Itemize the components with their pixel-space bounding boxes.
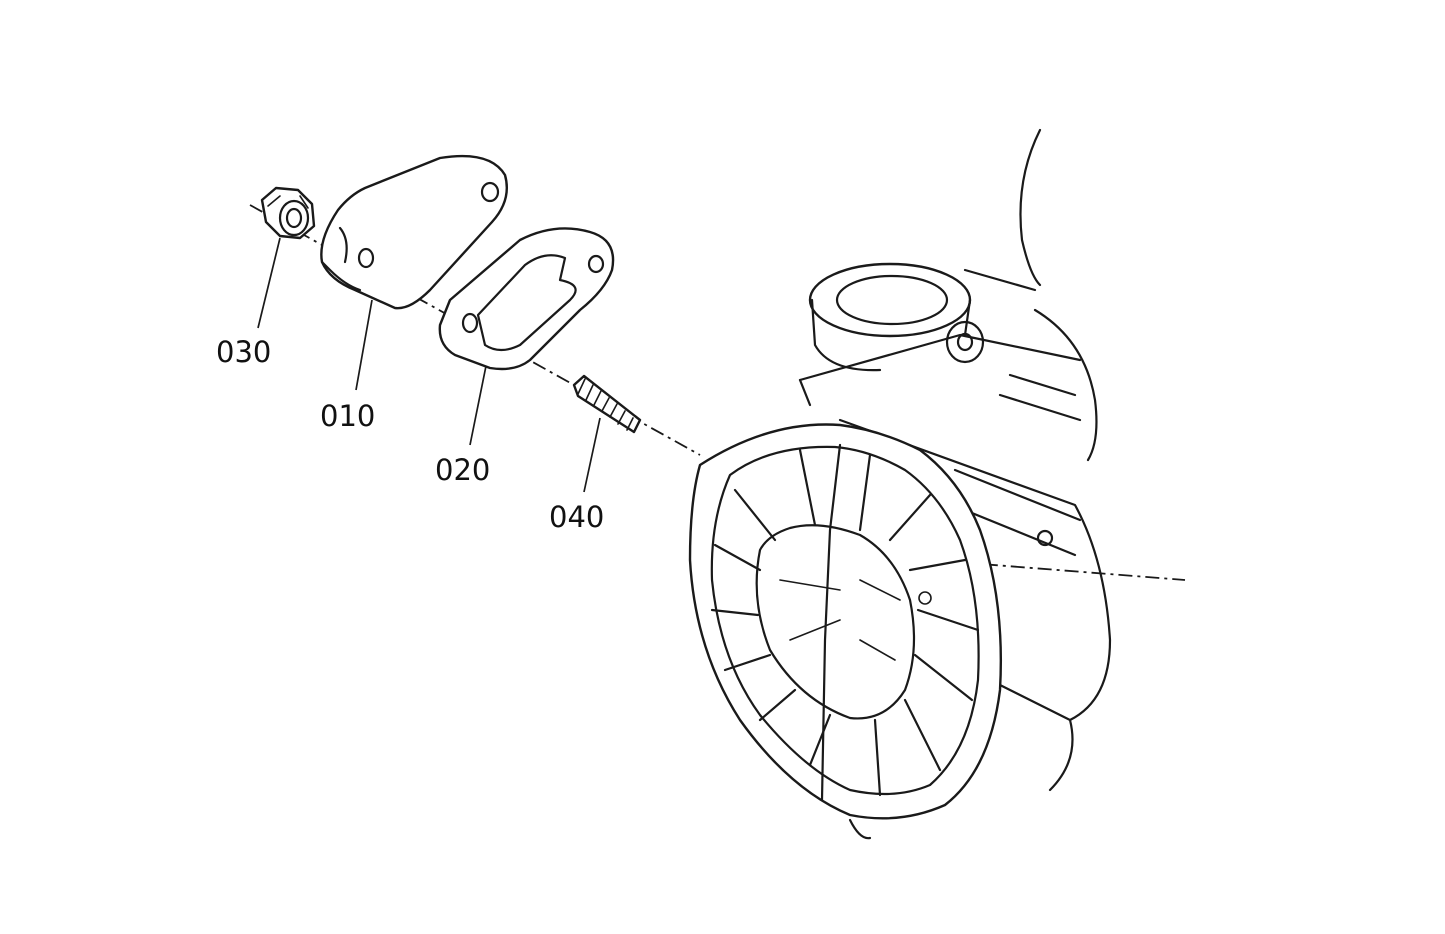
part-020-gasket[interactable] xyxy=(438,227,615,371)
part-010-cover-plate[interactable] xyxy=(320,154,509,310)
leader-040 xyxy=(583,417,601,493)
callout-010: 010 xyxy=(320,399,375,433)
leader-030 xyxy=(257,237,281,329)
part-030-nut[interactable] xyxy=(260,186,316,240)
engine-housing xyxy=(688,128,1112,840)
callout-040: 040 xyxy=(549,500,604,534)
part-040-stud[interactable] xyxy=(572,374,642,434)
callout-030: 030 xyxy=(216,335,271,369)
callout-020: 020 xyxy=(435,453,490,487)
assembly-axis-line-right xyxy=(929,559,1186,581)
leader-010 xyxy=(355,299,373,391)
leader-020 xyxy=(469,365,487,446)
